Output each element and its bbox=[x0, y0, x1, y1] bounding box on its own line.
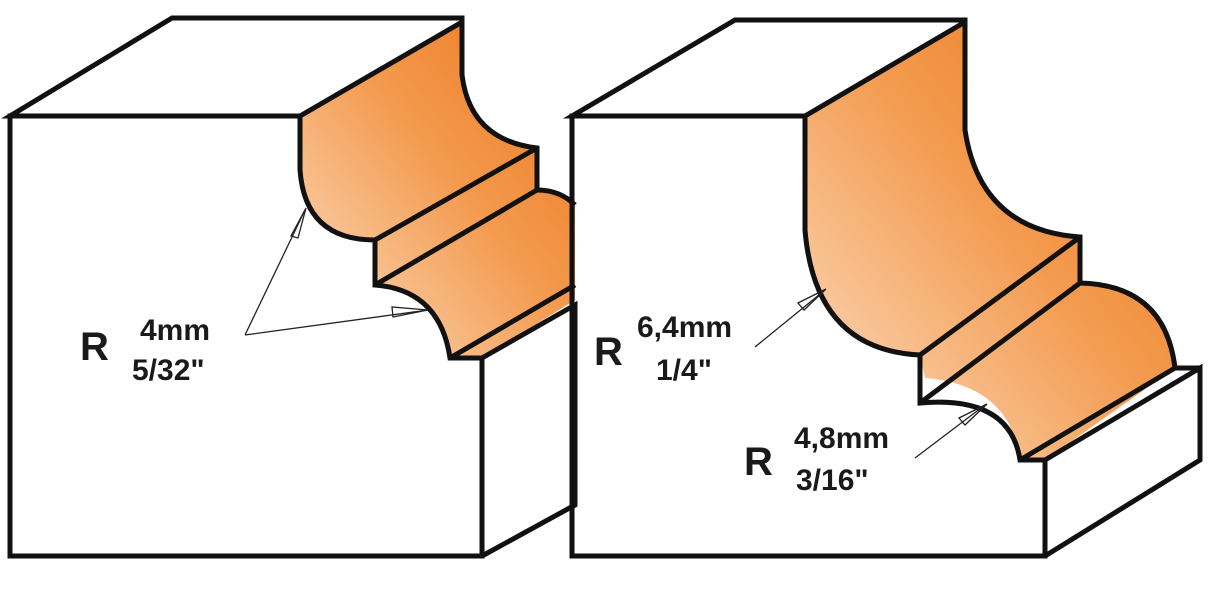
right-profile-face bbox=[805, 22, 1175, 460]
right-lower-radius-in: 3/16" bbox=[796, 464, 869, 497]
left-arrow-lines bbox=[244, 209, 429, 336]
left-radius-prefix: R bbox=[80, 325, 109, 369]
left-arrowhead-lower bbox=[391, 306, 429, 318]
left-radius-mm: 4mm bbox=[140, 314, 210, 347]
left-side-face bbox=[480, 300, 578, 559]
right-side-face bbox=[1043, 363, 1203, 559]
right-upper-radius-in: 1/4" bbox=[656, 354, 712, 387]
right-block: R 6,4mm 1/4" R 4,8mm 3/16" bbox=[562, 17, 1203, 559]
left-radius-in: 5/32" bbox=[132, 354, 205, 387]
right-upper-radius-prefix: R bbox=[594, 330, 623, 374]
left-profile-face bbox=[300, 20, 575, 358]
right-arrowhead-upper bbox=[796, 288, 827, 311]
right-lower-radius-prefix: R bbox=[744, 440, 773, 484]
left-arrowhead-upper bbox=[290, 207, 307, 239]
right-upper-radius-mm: 6,4mm bbox=[637, 311, 732, 344]
right-profile-edges bbox=[918, 22, 1200, 463]
right-arrowhead-lower bbox=[957, 403, 988, 426]
left-profile-edges bbox=[373, 20, 577, 361]
right-lower-radius-mm: 4,8mm bbox=[794, 422, 889, 455]
left-block: R 4mm 5/32" bbox=[1, 15, 578, 559]
right-arrow-lines bbox=[754, 289, 986, 459]
